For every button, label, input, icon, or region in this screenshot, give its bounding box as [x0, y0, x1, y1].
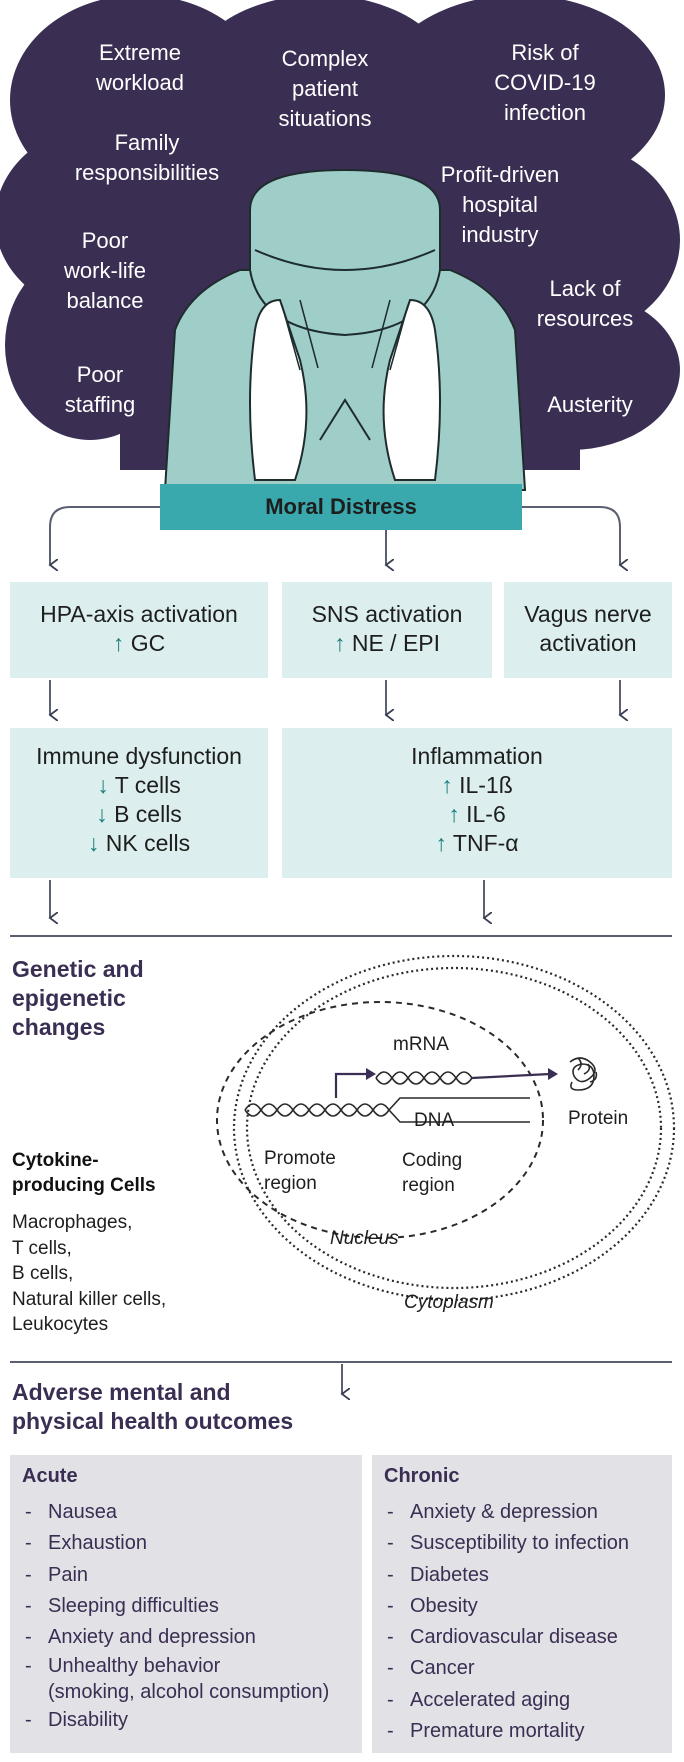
chronic-item: Cardiovascular disease	[384, 1622, 629, 1654]
arrow-up-icon: ↑	[448, 801, 460, 827]
moral-distress-bar: Moral Distress	[160, 484, 522, 530]
stressor-lack-of-resources: Lack of resources	[536, 276, 634, 331]
dna-helix	[244, 1097, 530, 1123]
nucleus-label: Nucleus	[330, 1228, 399, 1249]
chronic-panel: Chronic Anxiety & depression Susceptibil…	[372, 1455, 672, 1753]
stressor-austerity: Austerity	[547, 392, 633, 417]
sns-marker: ↑ NE / EPI	[333, 630, 441, 656]
transcription-start-arrow	[334, 1072, 370, 1098]
vagus-line1: Vagus nerve	[524, 601, 652, 627]
mrna-strand	[375, 1071, 473, 1085]
protein-icon	[569, 1057, 598, 1091]
chronic-item: Premature mortality	[384, 1716, 629, 1748]
arrow-up-icon: ↑	[441, 772, 453, 798]
genetic-heading: Genetic and epigenetic changes	[12, 956, 144, 1040]
stressor-work-life-balance: Poor work-life balance	[64, 228, 146, 313]
hpa-axis-title: HPA-axis activation	[40, 601, 238, 627]
acute-item: Pain	[22, 1560, 329, 1592]
sns-box: SNS activation ↑ NE / EPI	[282, 582, 492, 678]
arrow-down-icon: ↓	[97, 772, 109, 798]
arrow-up-icon: ↑	[333, 630, 346, 656]
promote-region-label: Promote region	[264, 1148, 336, 1194]
chronic-item: Susceptibility to infection	[384, 1528, 629, 1560]
stressor-covid-risk: Risk of COVID-19 infection	[494, 40, 596, 125]
cytoplasm-label: Cytoplasm	[404, 1292, 494, 1313]
acute-item: Exhaustion	[22, 1528, 329, 1560]
acute-panel: Acute Nausea Exhaustion Pain Sleeping di…	[10, 1455, 362, 1753]
cytokine-heading: Cytokine- producing Cells	[12, 1150, 156, 1196]
immune-item: ↓ T cells	[97, 772, 181, 798]
dna-label: DNA	[414, 1110, 455, 1131]
arrow-up-icon: ↑	[435, 830, 447, 856]
inflammation-box: Inflammation ↑ IL-1ß ↑ IL-6 ↑ TNF-α	[282, 728, 672, 878]
acute-item: Sleeping difficulties	[22, 1591, 329, 1623]
cell-type: Macrophages,	[12, 1212, 133, 1233]
vagus-line2: activation	[539, 630, 637, 656]
chronic-item: Accelerated aging	[384, 1685, 629, 1717]
immune-item: ↓ B cells	[96, 801, 182, 827]
acute-item: Unhealthy behavior	[22, 1653, 329, 1679]
cytokine-cells-list: Macrophages, T cells, B cells, Natural k…	[12, 1210, 166, 1338]
acute-title: Acute	[22, 1465, 78, 1487]
acute-list: Nausea Exhaustion Pain Sleeping difficul…	[22, 1497, 329, 1737]
cell-type: T cells,	[12, 1237, 72, 1259]
chronic-item: Diabetes	[384, 1560, 629, 1592]
moral-distress-label: Moral Distress	[265, 494, 417, 519]
chronic-item: Obesity	[384, 1591, 629, 1623]
cell-type: B cells,	[12, 1263, 74, 1284]
coding-region-label: Coding region	[402, 1150, 463, 1196]
chronic-list: Anxiety & depression Susceptibility to i…	[384, 1497, 629, 1748]
arrow-down-icon: ↓	[87, 830, 100, 856]
cell-type: Natural killer cells,	[12, 1288, 167, 1310]
stressor-extreme-workload: Extreme workload	[95, 40, 185, 95]
acute-item-continuation: (smoking, alcohol consumption)	[48, 1681, 330, 1704]
immune-title: Immune dysfunction	[36, 743, 242, 769]
acute-item: Nausea	[22, 1497, 329, 1529]
chronic-item: Cancer	[384, 1653, 629, 1685]
stressor-complex-patient-situations: Complex patient situations	[278, 46, 372, 131]
hpa-axis-box: HPA-axis activation ↑ GC	[10, 582, 268, 678]
immune-dysfunction-box: Immune dysfunction ↓ T cells ↓ B cells ↓…	[10, 728, 268, 878]
stressor-profit-driven-industry: Profit-driven hospital industry	[440, 162, 560, 247]
acute-item: Anxiety and depression	[22, 1622, 329, 1654]
inflammation-title: Inflammation	[411, 743, 543, 769]
stressor-poor-staffing: Poor staffing	[64, 362, 136, 417]
protein-label: Protein	[568, 1108, 629, 1129]
cell-type: Leukocytes	[12, 1314, 109, 1335]
acute-item: Disability	[22, 1705, 329, 1737]
distressed-person-figure	[163, 168, 527, 491]
stressor-family-responsibilities: Family responsibilities	[74, 130, 220, 185]
arrow-up-icon: ↑	[112, 630, 125, 656]
hpa-axis-marker: ↑ GC	[112, 630, 166, 656]
stressor-cloud-graphic	[0, 0, 680, 491]
translation-arrow	[471, 1072, 551, 1080]
chronic-title: Chronic	[384, 1465, 460, 1487]
vagus-box: Vagus nerve activation	[504, 582, 672, 678]
mrna-label: mRNA	[393, 1034, 449, 1055]
nucleus-membrane	[216, 1001, 544, 1239]
immune-item: ↓ NK cells	[87, 830, 191, 856]
outcomes-heading: Adverse mental and physical health outco…	[12, 1379, 294, 1434]
arrow-down-icon: ↓	[96, 801, 108, 827]
inflammation-item: ↑ TNF-α	[435, 830, 519, 856]
sns-title: SNS activation	[311, 601, 463, 627]
chronic-item: Anxiety & depression	[384, 1497, 629, 1529]
inflammation-item: ↑ IL-6	[448, 801, 506, 827]
inflammation-item: ↑ IL-1ß	[441, 772, 513, 798]
